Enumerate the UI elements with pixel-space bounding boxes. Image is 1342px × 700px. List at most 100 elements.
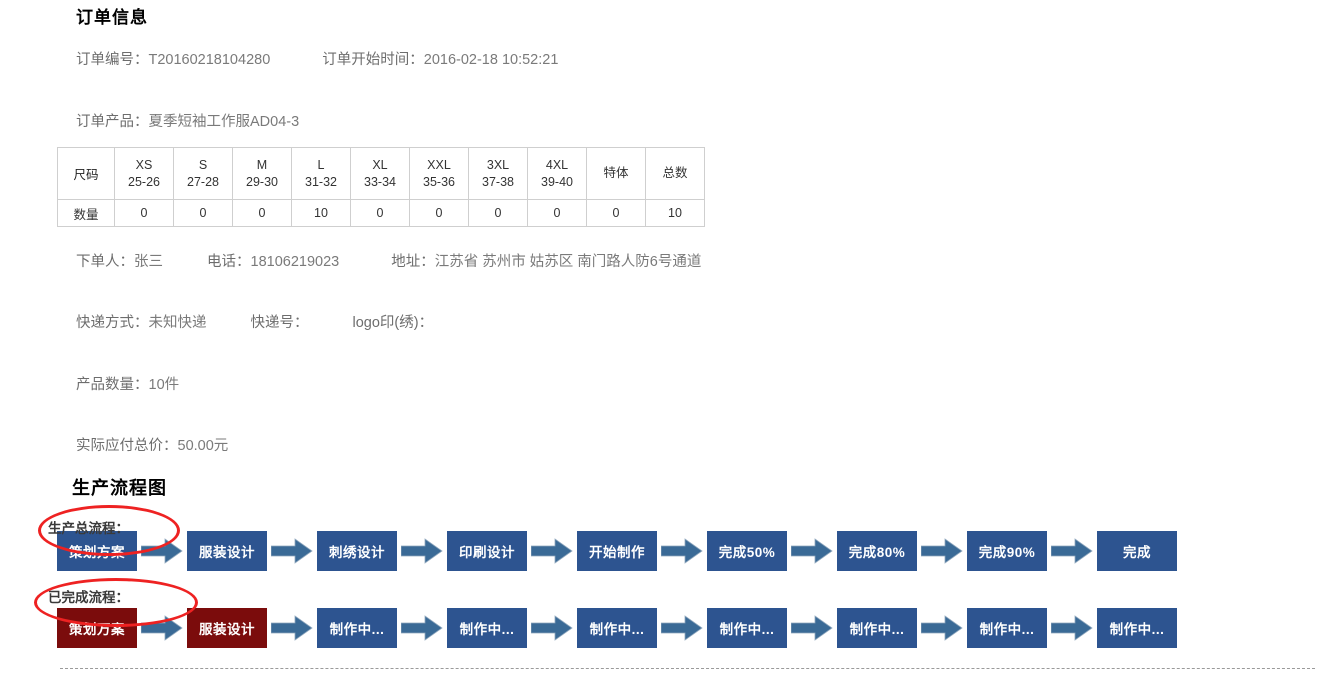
flow-node[interactable]: 策划方案 bbox=[57, 531, 137, 571]
order-time-label: 订单开始时间： bbox=[322, 52, 424, 68]
quantity-label: 产品数量： bbox=[76, 377, 149, 393]
express-no-label: 快递号： bbox=[250, 315, 309, 331]
flow-arrow-icon bbox=[917, 531, 967, 571]
phone-value: 18106219023 bbox=[250, 254, 340, 270]
size-quantity-table: 尺码 XS 25-26 S 27-28 M 29-30 L 31-32 bbox=[57, 147, 705, 227]
size-range: 37-38 bbox=[482, 174, 514, 189]
total-flow-label: 生产总流程： bbox=[48, 521, 129, 536]
order-number-label: 订单编号： bbox=[76, 52, 149, 68]
special-size-header: 特体 bbox=[586, 147, 646, 200]
flow-arrow-icon bbox=[527, 608, 577, 648]
price-value: 50.00元 bbox=[177, 438, 229, 454]
size-header-cell: XL 33-34 bbox=[350, 147, 410, 200]
total-qty-cell: 10 bbox=[645, 199, 705, 227]
product-quantity-row: 产品数量：10件 bbox=[76, 373, 179, 394]
size-name: 3XL bbox=[486, 157, 510, 172]
logo-print-label: logo印(绣)： bbox=[352, 315, 434, 331]
buyer-value: 张三 bbox=[134, 254, 163, 270]
qty-row-label: 数量 bbox=[57, 199, 115, 227]
size-header-cell: 4XL 39-40 bbox=[527, 147, 587, 200]
flow-node[interactable]: 完成80% bbox=[837, 531, 917, 571]
flow-node[interactable]: 服装设计 bbox=[187, 608, 267, 648]
flow-arrow-icon bbox=[917, 608, 967, 648]
flow-arrow-icon bbox=[137, 608, 187, 648]
size-name: XL bbox=[372, 157, 388, 172]
flow-arrow-icon bbox=[137, 531, 187, 571]
flow-node[interactable]: 完成 bbox=[1097, 531, 1177, 571]
flow-node[interactable]: 制作中... bbox=[1097, 608, 1177, 648]
flow-arrow-icon bbox=[787, 608, 837, 648]
flow-node[interactable]: 开始制作 bbox=[577, 531, 657, 571]
flow-arrow-icon bbox=[657, 608, 707, 648]
table-row-quantities: 数量 0 0 0 10 0 0 0 0 0 10 bbox=[57, 199, 705, 227]
flow-arrow-icon bbox=[267, 531, 317, 571]
order-time-value: 2016-02-18 10:52:21 bbox=[423, 52, 559, 68]
size-range: 33-34 bbox=[364, 174, 396, 189]
flow-node[interactable]: 完成90% bbox=[967, 531, 1047, 571]
qty-cell: 0 bbox=[527, 199, 587, 227]
flow-node[interactable]: 制作中... bbox=[837, 608, 917, 648]
size-header-cell: L 31-32 bbox=[291, 147, 351, 200]
flow-node[interactable]: 刺绣设计 bbox=[317, 531, 397, 571]
flow-node[interactable]: 制作中... bbox=[317, 608, 397, 648]
flow-node[interactable]: 制作中... bbox=[577, 608, 657, 648]
product-value: 夏季短袖工作服AD04-3 bbox=[148, 114, 300, 130]
flow-node[interactable]: 策划万案 bbox=[57, 608, 137, 648]
express-row: 快递方式：未知快递快递号：logo印(绣)： bbox=[76, 311, 433, 332]
order-product-row: 订单产品：夏季短袖工作服AD04-3 bbox=[76, 110, 299, 131]
flow-node[interactable]: 制作中... bbox=[707, 608, 787, 648]
size-range: 25-26 bbox=[128, 174, 160, 189]
size-name: M bbox=[256, 157, 268, 172]
flow-arrow-icon bbox=[397, 608, 447, 648]
qty-cell: 0 bbox=[409, 199, 469, 227]
size-range: 27-28 bbox=[187, 174, 219, 189]
order-info-title: 订单信息 bbox=[76, 8, 148, 27]
address-value: 江苏省 苏州市 姑苏区 南门路人防6号通道 bbox=[434, 254, 702, 270]
size-header-cell: S 27-28 bbox=[173, 147, 233, 200]
address-label: 地址： bbox=[391, 254, 435, 270]
table-row-sizes: 尺码 XS 25-26 S 27-28 M 29-30 L 31-32 bbox=[57, 147, 705, 200]
total-price-row: 实际应付总价：50.00元 bbox=[76, 434, 228, 455]
size-name: S bbox=[198, 157, 208, 172]
flow-node[interactable]: 制作中... bbox=[447, 608, 527, 648]
price-label: 实际应付总价： bbox=[76, 438, 178, 454]
buyer-label: 下单人： bbox=[76, 254, 134, 270]
flow-arrow-icon bbox=[397, 531, 447, 571]
size-range: 35-36 bbox=[423, 174, 455, 189]
size-name: 4XL bbox=[545, 157, 569, 172]
flow-node[interactable]: 服装设计 bbox=[187, 531, 267, 571]
size-row-label: 尺码 bbox=[57, 147, 115, 200]
qty-cell: 0 bbox=[114, 199, 174, 227]
flow-node[interactable]: 制作中... bbox=[967, 608, 1047, 648]
total-flow-row: 策划方案 服装设计 刺绣设计 印刷设计 开始制作 完成50% 完成80% 完成90% 完成 bbox=[57, 531, 1177, 571]
phone-label: 电话： bbox=[207, 254, 251, 270]
express-label: 快递方式： bbox=[76, 315, 149, 331]
flow-arrow-icon bbox=[1047, 531, 1097, 571]
size-range: 31-32 bbox=[305, 174, 337, 189]
buyer-row: 下单人：张三 电话：18106219023 地址：江苏省 苏州市 姑苏区 南门路人防… bbox=[76, 250, 701, 271]
completed-flow-label: 已完成流程： bbox=[48, 590, 129, 605]
product-label: 订单产品： bbox=[76, 114, 149, 130]
order-number-value: T20160218104280 bbox=[148, 52, 271, 68]
bottom-divider bbox=[60, 668, 1315, 669]
size-header-cell: XS 25-26 bbox=[114, 147, 174, 200]
flow-node[interactable]: 印刷设计 bbox=[447, 531, 527, 571]
flow-node[interactable]: 完成50% bbox=[707, 531, 787, 571]
size-header-cell: XXL 35-36 bbox=[409, 147, 469, 200]
qty-cell: 0 bbox=[232, 199, 292, 227]
flow-arrow-icon bbox=[657, 531, 707, 571]
size-header-cell: 3XL 37-38 bbox=[468, 147, 528, 200]
size-name: XS bbox=[135, 157, 153, 172]
total-header: 总数 bbox=[645, 147, 705, 200]
production-flow-title: 生产流程图 bbox=[72, 478, 167, 498]
size-name: XXL bbox=[427, 157, 451, 172]
size-range: 39-40 bbox=[541, 174, 573, 189]
flow-arrow-icon bbox=[267, 608, 317, 648]
flow-arrow-icon bbox=[787, 531, 837, 571]
qty-cell: 0 bbox=[468, 199, 528, 227]
flow-arrow-icon bbox=[527, 531, 577, 571]
completed-flow-row: 策划万案 服装设计 制作中... 制作中... 制作中... 制作中... 制作中... 制作… bbox=[57, 608, 1177, 648]
size-header-cell: M 29-30 bbox=[232, 147, 292, 200]
special-qty-cell: 0 bbox=[586, 199, 646, 227]
